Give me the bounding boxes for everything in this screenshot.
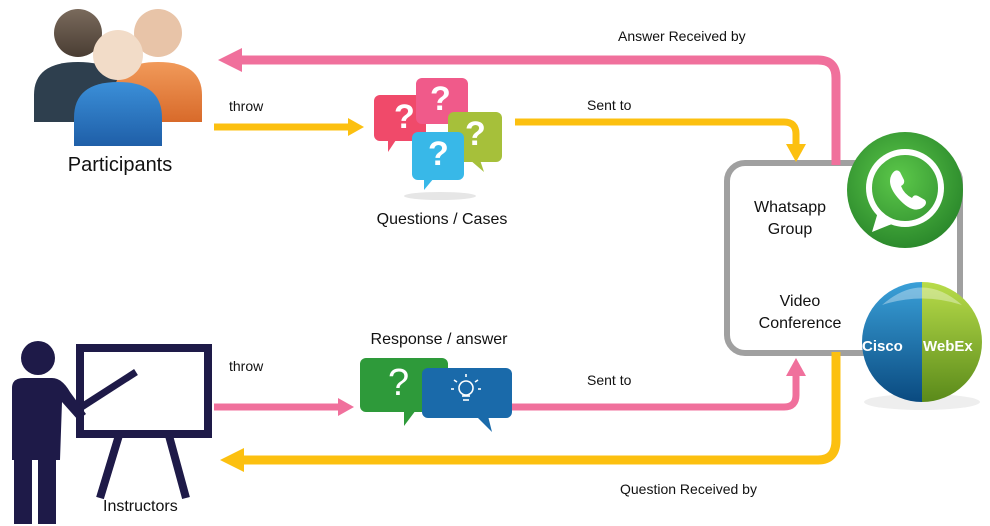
webex-brand-text: WebEx: [923, 338, 973, 355]
questions-cases-label: Questions / Cases: [376, 211, 508, 228]
participants-icon: [34, 9, 202, 146]
webex-logo: [862, 282, 982, 410]
instructors-label: Instructors: [103, 498, 178, 515]
participants-label: Participants: [67, 154, 173, 176]
response-answer-label: Response / answer: [370, 331, 508, 348]
sent-to-arrow-top: [515, 118, 806, 162]
questions-icon: [374, 78, 502, 200]
video-label-line1: Video: [779, 293, 821, 310]
whatsapp-group-label: Whatsapp Group: [740, 197, 840, 241]
question-mark-1: ?: [394, 98, 415, 136]
question-received-arrow: [220, 352, 841, 472]
question-mark-3: ?: [465, 115, 486, 153]
sent-to-label-bottom: Sent to: [587, 372, 632, 388]
lightbulb-icon: [451, 374, 481, 401]
sent-to-label-top: Sent to: [587, 97, 632, 113]
throw-label-top: throw: [229, 98, 264, 114]
answer-received-arrow: [218, 48, 841, 165]
sent-to-arrow-bottom: [512, 358, 806, 411]
whatsapp-label-line2: Group: [767, 221, 813, 238]
question-mark-2: ?: [430, 80, 451, 118]
question-received-label: Question Received by: [620, 481, 757, 497]
phone-icon: [890, 170, 926, 210]
answer-received-label: Answer Received by: [618, 28, 746, 44]
question-mark-4: ?: [428, 135, 449, 173]
throw-arrow-bottom: [214, 398, 354, 416]
video-label-line2: Conference: [758, 315, 842, 332]
response-icon: [360, 358, 512, 432]
instructor-icon: [12, 341, 212, 524]
response-question-mark: ?: [388, 362, 410, 404]
whatsapp-logo: [847, 132, 963, 248]
throw-arrow-top: [214, 118, 364, 136]
webex-cisco-text: Cisco: [862, 338, 903, 355]
video-conference-label: Video Conference: [740, 291, 860, 335]
throw-label-bottom: throw: [229, 358, 264, 374]
whatsapp-label-line1: Whatsapp: [753, 199, 827, 216]
